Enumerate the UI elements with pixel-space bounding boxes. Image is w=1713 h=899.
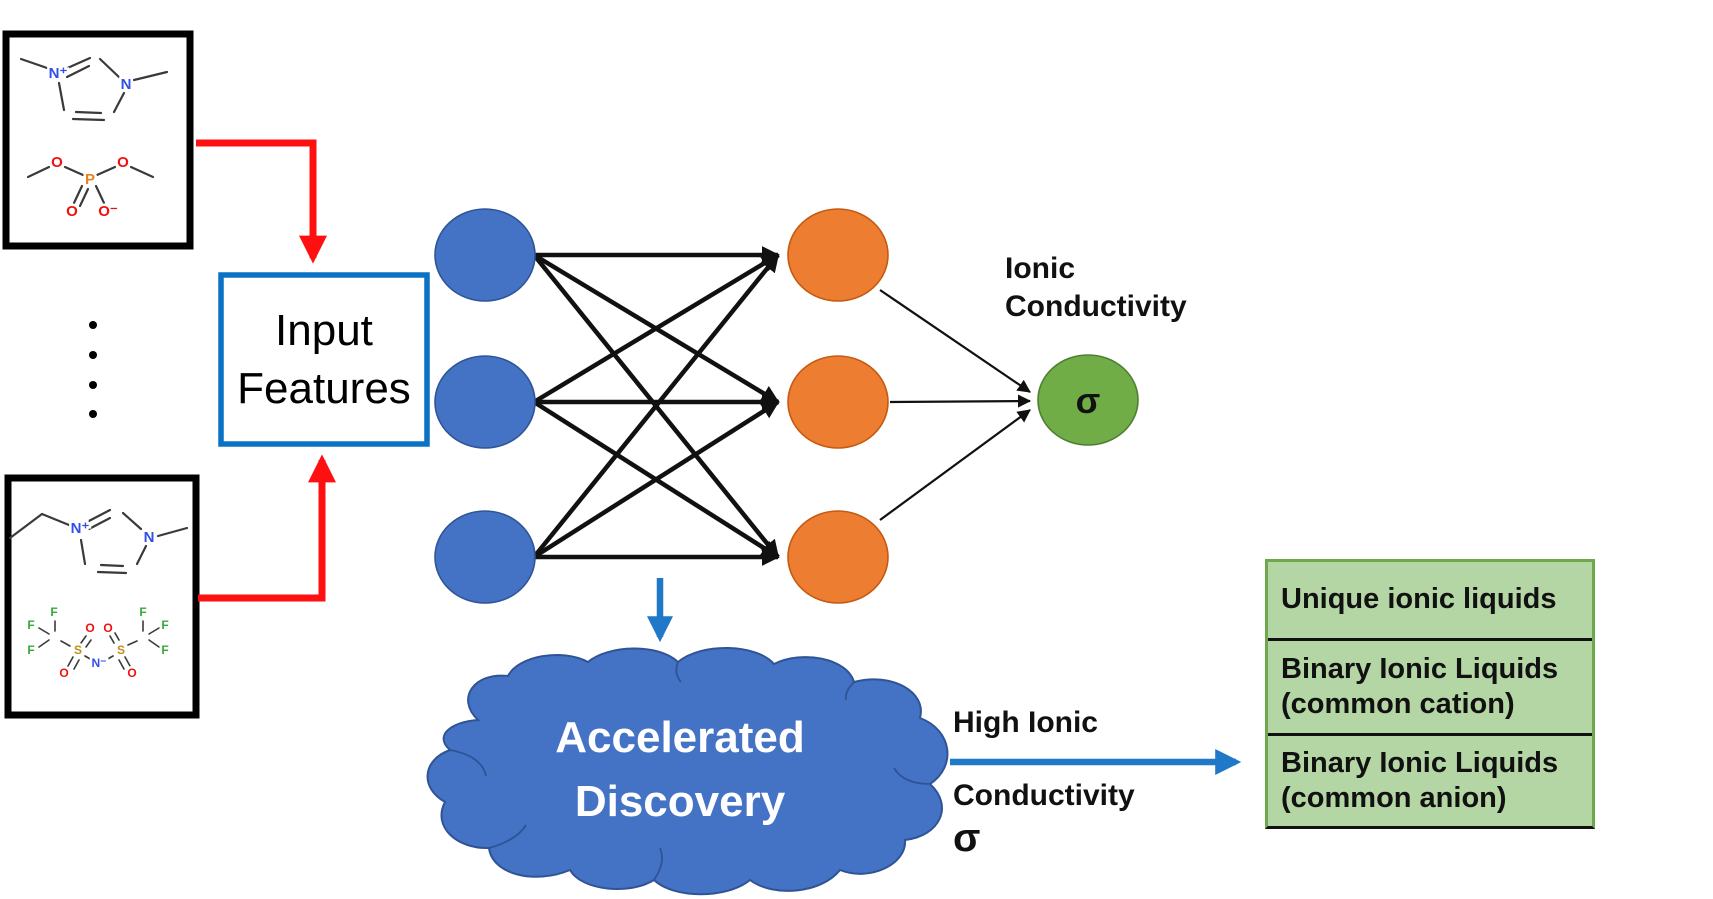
atom-label: O — [103, 621, 112, 635]
input-hidden-connections — [532, 246, 780, 566]
hidden-node-1 — [787, 208, 889, 302]
output-node — [1037, 354, 1139, 446]
arrow-anion-to-features — [198, 454, 336, 602]
atom-label: N⁻ — [92, 656, 107, 670]
high-ionic-sigma: σ — [953, 816, 981, 861]
atom-label: S — [74, 643, 82, 657]
anion-structure-top: O O P O O⁻ — [26, 152, 155, 223]
atom-label: F — [50, 605, 57, 619]
cloud-label: Accelerated Discovery — [555, 713, 805, 826]
atom-label: O — [66, 203, 78, 220]
atom-label: O — [127, 666, 136, 680]
input-features-box — [218, 272, 430, 447]
hidden-node-2 — [787, 355, 889, 449]
high-ionic-line2: Conductivity — [953, 778, 1135, 812]
anion-structure-bottom: F F F O O S N⁻ S O O F F F — [25, 603, 171, 683]
input-node-3 — [434, 510, 536, 604]
output-sigma-label: σ — [1076, 380, 1101, 421]
atom-label: F — [139, 605, 146, 619]
cloud-inner-arcs — [449, 661, 931, 881]
hidden-output-connections — [879, 289, 1032, 521]
table-row-binary-common-cation: Binary Ionic Liquids (common cation) — [1268, 638, 1592, 733]
ionic-conductivity-label: Ionic Conductivity — [1005, 252, 1187, 324]
table-row-binary-common-anion: Binary Ionic Liquids (common anion) — [1268, 733, 1592, 826]
results-table: Unique ionic liquids Binary Ionic Liquid… — [1265, 559, 1595, 829]
atom-label: O — [85, 621, 94, 635]
cation-structure-top: N⁺ N — [19, 56, 169, 122]
high-ionic-conductivity-label: High Ionic Conductivity σ — [953, 668, 1253, 863]
atom-label: F — [161, 618, 168, 632]
cation-structure-bottom: N⁺ N — [8, 508, 189, 575]
atom-label: N⁺ — [71, 520, 90, 537]
atom-label: O — [117, 154, 129, 171]
atom-label: O⁻ — [98, 203, 118, 220]
atom-label: S — [117, 643, 125, 657]
molecule-box-bottom — [4, 474, 200, 719]
atom-label: N — [121, 76, 132, 93]
ellipsis-dots — [89, 321, 97, 418]
table-row-unique-ionic-liquids: Unique ionic liquids — [1281, 583, 1557, 616]
atom-label: F — [27, 618, 34, 632]
atom-label: O — [59, 666, 68, 680]
high-ionic-line1: High Ionic — [953, 705, 1098, 739]
accelerated-discovery-cloud — [426, 646, 949, 896]
atom-label: F — [161, 643, 168, 657]
input-node-1 — [434, 208, 536, 302]
atom-label: O — [51, 154, 63, 171]
hidden-node-3 — [787, 510, 889, 604]
arrow-cation-to-features — [196, 139, 327, 264]
atom-label: P — [85, 171, 95, 188]
atom-label: F — [27, 643, 34, 657]
atom-label: N⁺ — [49, 65, 68, 82]
input-node-2 — [434, 355, 536, 449]
molecule-box-top — [2, 30, 194, 250]
input-features-label: Input Features — [237, 306, 411, 413]
atom-label: N — [144, 529, 155, 546]
